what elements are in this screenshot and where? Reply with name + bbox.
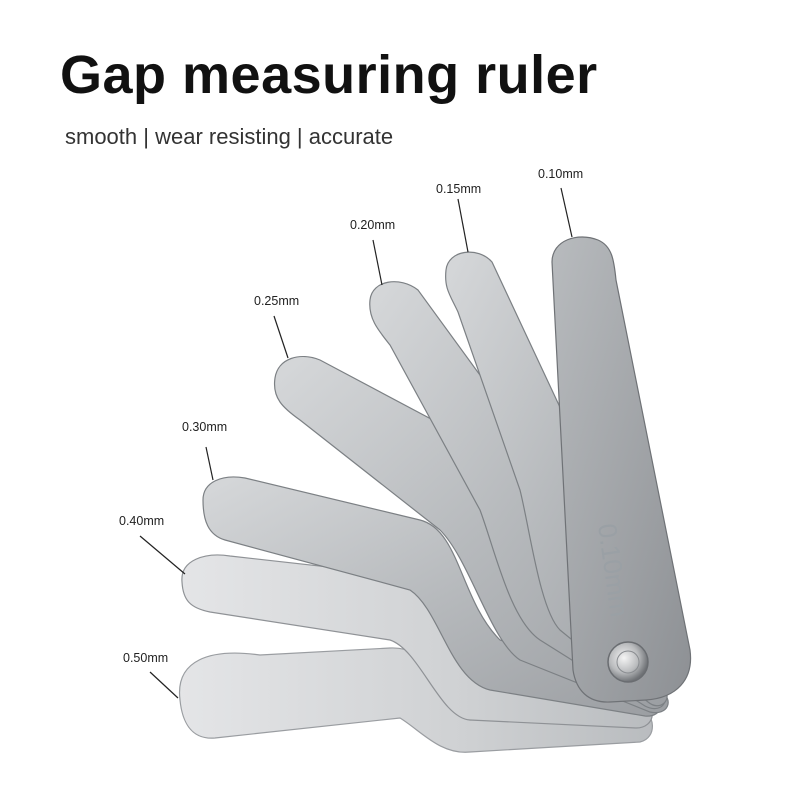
blade-0-15mm <box>445 251 668 707</box>
blade-0-10mm <box>551 236 692 703</box>
pivot-rivet-icon <box>607 641 649 683</box>
label-leaders <box>139 187 573 699</box>
product-subtitle: smooth | wear resisting | accurate <box>65 124 394 149</box>
label-0-20mm: 0.20mm <box>350 218 395 232</box>
label-0-40mm: 0.40mm <box>119 514 164 528</box>
product-title: Gap measuring ruler <box>60 45 598 105</box>
leader-0-15mm <box>457 198 469 253</box>
leader-0-50mm <box>149 671 179 699</box>
leader-0-40mm <box>139 535 186 575</box>
leader-0-25mm <box>273 315 289 359</box>
label-0-30mm: 0.30mm <box>182 420 227 434</box>
label-0-10mm: 0.10mm <box>538 167 583 181</box>
leader-0-30mm <box>205 446 214 481</box>
leader-0-10mm <box>560 187 573 238</box>
leader-0-20mm <box>372 239 383 286</box>
label-0-50mm: 0.50mm <box>123 651 168 665</box>
label-0-25mm: 0.25mm <box>254 294 299 308</box>
label-0-15mm: 0.15mm <box>436 182 481 196</box>
